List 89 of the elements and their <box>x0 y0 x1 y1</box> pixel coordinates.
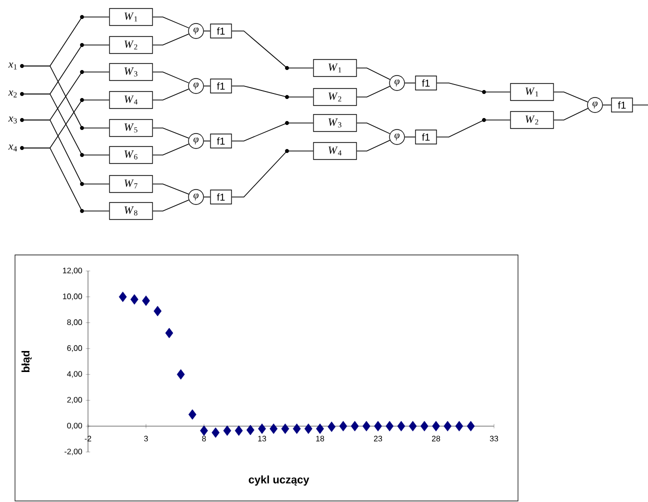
connector-line <box>203 140 211 142</box>
connector-line <box>152 128 190 139</box>
connector-line <box>356 86 390 98</box>
point <box>350 420 359 432</box>
connector-line <box>231 150 314 198</box>
point <box>176 369 185 380</box>
weight-box: W$_{8}$ <box>109 202 153 220</box>
point <box>304 424 312 434</box>
point <box>246 424 254 436</box>
weight-box: W$_{3}$ <box>313 114 357 132</box>
point <box>328 422 336 432</box>
point <box>270 424 278 434</box>
point <box>281 424 290 434</box>
weight-box: W$_{6}$ <box>109 146 153 164</box>
y-axis-title: błąd <box>21 350 32 372</box>
connector-line <box>152 72 190 84</box>
function-box: f1 <box>210 78 232 94</box>
connector-line <box>231 122 314 142</box>
connector-line <box>24 94 110 156</box>
connector-line <box>152 144 190 156</box>
point <box>188 409 196 420</box>
function-box: f1 <box>210 24 232 38</box>
input-label: x$_{2}$ <box>8 90 24 98</box>
connector-line <box>152 16 190 28</box>
point <box>142 296 150 306</box>
connector-line <box>203 196 211 198</box>
point <box>444 420 452 432</box>
point <box>154 306 162 316</box>
point <box>362 420 370 432</box>
point <box>130 294 138 305</box>
weight-box: W$_{2}$ <box>510 111 554 129</box>
connector-line <box>436 120 511 138</box>
input-label: x$_{4}$ <box>8 144 24 152</box>
connector-line <box>231 30 314 68</box>
weight-box: W$_{7}$ <box>109 175 153 193</box>
point <box>466 420 475 432</box>
point <box>165 328 174 338</box>
point <box>118 292 127 302</box>
connector-line <box>553 92 588 102</box>
point <box>408 420 417 432</box>
point <box>386 420 394 432</box>
x-axis-title: cykl uczący <box>248 475 310 486</box>
connector-line <box>24 148 110 212</box>
connector-line <box>152 88 190 100</box>
connector-line <box>24 66 110 128</box>
point <box>420 420 428 432</box>
weight-box: W$_{1}$ <box>313 59 357 77</box>
input-label: x$_{1}$ <box>8 62 24 70</box>
weight-box: W$_{1}$ <box>510 83 554 101</box>
connector-line <box>602 104 612 106</box>
point <box>374 420 382 432</box>
connector-line <box>553 108 588 120</box>
weight-box: W$_{2}$ <box>313 88 357 106</box>
point <box>258 424 266 434</box>
point <box>200 425 208 436</box>
input-label: x$_{3}$ <box>8 116 24 124</box>
connector-line <box>404 82 416 84</box>
point <box>316 424 324 434</box>
connector-line <box>632 104 648 106</box>
connector-line <box>152 184 190 195</box>
connector-line <box>24 120 110 184</box>
function-box: f1 <box>415 76 437 90</box>
connector-line <box>356 140 390 152</box>
function-box: f1 <box>210 134 232 148</box>
point <box>223 425 232 436</box>
connector-line <box>231 86 314 98</box>
point <box>455 420 464 432</box>
connector-line <box>152 34 190 46</box>
connector-line <box>356 68 390 80</box>
connector-line <box>203 30 211 32</box>
function-box: f1 <box>415 130 437 144</box>
point <box>292 424 301 434</box>
weight-box: W$_{4}$ <box>313 142 357 160</box>
point <box>397 420 406 432</box>
weight-box: W$_{2}$ <box>109 36 153 54</box>
weight-box: W$_{4}$ <box>109 91 153 109</box>
function-box: f1 <box>611 98 633 112</box>
function-box: f1 <box>210 190 232 204</box>
connector-line <box>404 136 416 138</box>
weight-box: W$_{1}$ <box>109 8 153 26</box>
weight-box: W$_{3}$ <box>109 63 153 81</box>
weight-box: W$_{5}$ <box>109 119 153 137</box>
connector-line <box>152 200 190 212</box>
point <box>212 427 220 438</box>
point <box>339 420 348 432</box>
connector-line <box>356 122 390 134</box>
point <box>432 420 440 432</box>
connector-line <box>436 82 511 92</box>
point <box>234 425 243 436</box>
